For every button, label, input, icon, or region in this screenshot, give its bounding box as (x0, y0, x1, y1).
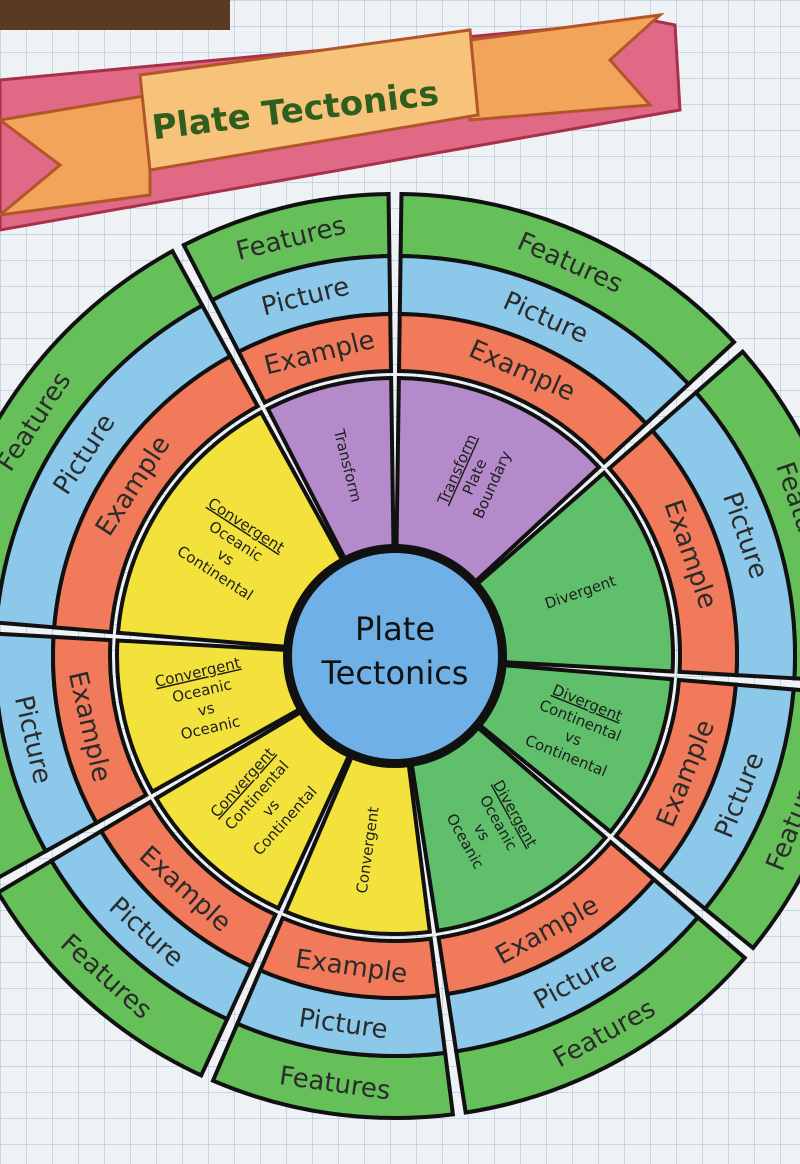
example-segment[interactable] (606, 427, 739, 678)
sector-convergent-cc[interactable] (153, 709, 352, 912)
sector-convergent[interactable] (282, 754, 433, 936)
sector-transform-a[interactable] (265, 375, 396, 561)
title-banner: Plate Tectonics (0, 12, 682, 232)
example-segment[interactable] (613, 677, 738, 875)
example-segment[interactable] (257, 915, 441, 1000)
sector-divergent-oo[interactable] (409, 725, 609, 934)
example-segment[interactable] (235, 312, 394, 406)
example-ring (51, 312, 739, 1000)
center-label-line-2: Tectonics (321, 654, 469, 692)
sector-convergent-oo[interactable] (115, 638, 302, 795)
table-edge (0, 0, 230, 30)
center-label-line-1: Plate (355, 610, 435, 648)
example-segment[interactable] (436, 839, 657, 997)
banner-left-tail (0, 93, 152, 217)
sector-label-line: vs (470, 820, 494, 843)
sector-label-line: vs (196, 699, 216, 720)
sector-divergent-cc[interactable] (477, 663, 675, 835)
sector-label-line: vs (562, 727, 584, 750)
sector-convergent-oc[interactable] (115, 409, 345, 649)
example-segment[interactable] (52, 353, 261, 635)
boundary-sectors (115, 375, 675, 936)
example-segment[interactable] (396, 312, 649, 466)
sector-divergent[interactable] (474, 470, 675, 674)
center-disc: Plate Tectonics (286, 547, 504, 765)
sector-transform-b[interactable] (394, 375, 602, 585)
example-segment[interactable] (51, 634, 149, 826)
banner-ribbon (138, 28, 480, 172)
example-segment[interactable] (98, 799, 279, 970)
